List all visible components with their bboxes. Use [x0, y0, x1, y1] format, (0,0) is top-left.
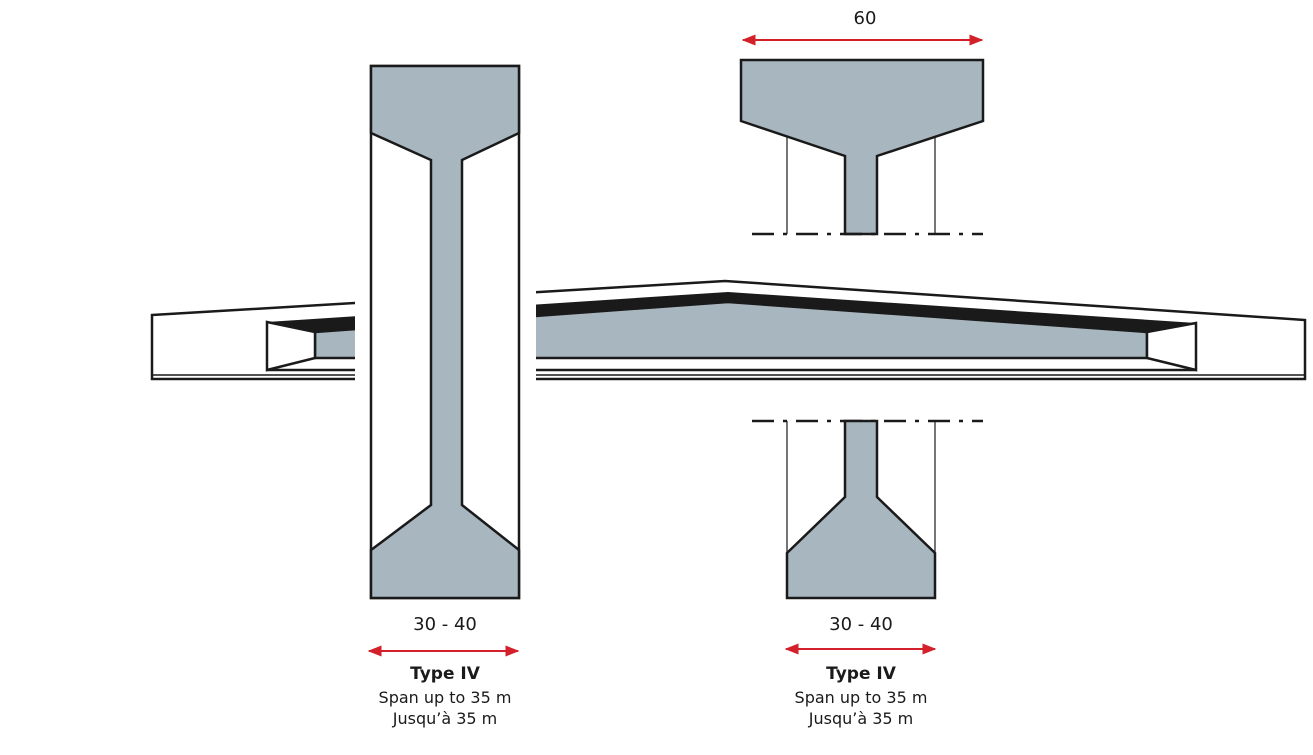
- left-width-label: 30 - 40: [413, 614, 477, 635]
- girder-right-end-block: [1145, 321, 1198, 372]
- right-width-label: 30 - 40: [829, 614, 893, 635]
- right-bottom-concrete: [785, 419, 937, 600]
- girder-elevation: [150, 279, 1307, 390]
- top-width-label: 60: [853, 8, 877, 29]
- right-top-concrete: [739, 58, 985, 236]
- right-span-en: Span up to 35 m: [794, 688, 928, 707]
- right-top-section: [739, 58, 985, 236]
- left-span-fr: Jusqu’à 35 m: [392, 709, 498, 728]
- left-span-en: Span up to 35 m: [378, 688, 512, 707]
- right-bottom-section: [752, 419, 983, 600]
- girder-left-end-block: [265, 320, 317, 372]
- right-span-fr: Jusqu’à 35 m: [808, 709, 914, 728]
- right-type-label: Type IV: [826, 664, 896, 684]
- left-i-beam-section: [369, 64, 521, 600]
- left-type-label: Type IV: [410, 664, 480, 684]
- left-beam-concrete: [369, 64, 521, 600]
